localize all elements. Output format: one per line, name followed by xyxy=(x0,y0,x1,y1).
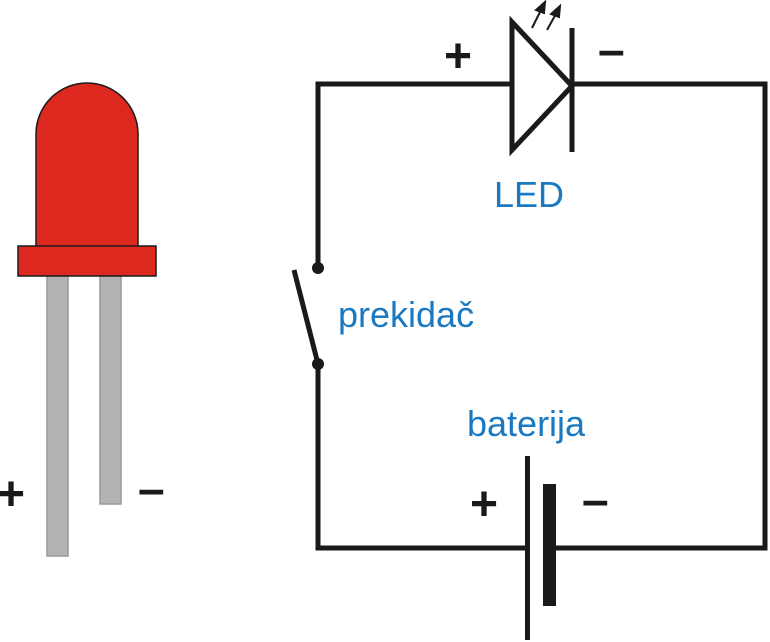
led-cathode-leg xyxy=(99,271,122,505)
led-anode-leg xyxy=(46,271,69,557)
switch-label: prekidač xyxy=(338,294,474,335)
light-emission-arrow-icon xyxy=(531,0,562,31)
led-component-icon xyxy=(17,82,157,557)
battery-negative-plate xyxy=(543,484,556,606)
led-cathode-minus-sign: – xyxy=(138,463,165,516)
led-anode-plus-sign: + xyxy=(0,468,25,521)
battery-minus-sign: – xyxy=(582,474,609,527)
led-label: LED xyxy=(494,174,564,215)
wire-left-top xyxy=(315,81,512,268)
switch-contact-top xyxy=(312,262,324,274)
wire-left-bottom xyxy=(315,364,527,551)
switch-contact-bottom xyxy=(312,358,324,370)
led-diode-triangle xyxy=(509,15,576,157)
led-symbol-minus-sign: – xyxy=(598,24,625,77)
led-flange xyxy=(17,245,157,277)
battery-symbol-icon xyxy=(525,456,556,640)
led-symbol-plus-sign: + xyxy=(444,30,472,83)
battery-label: baterija xyxy=(467,403,586,444)
wire-right-top xyxy=(554,81,768,551)
switch-symbol-icon xyxy=(291,262,324,370)
battery-positive-plate xyxy=(525,456,530,640)
circuit-wires xyxy=(315,81,768,551)
led-dome xyxy=(35,82,139,249)
battery-plus-sign: + xyxy=(470,478,498,531)
led-symbol-icon xyxy=(509,0,576,157)
switch-lever xyxy=(291,269,321,365)
